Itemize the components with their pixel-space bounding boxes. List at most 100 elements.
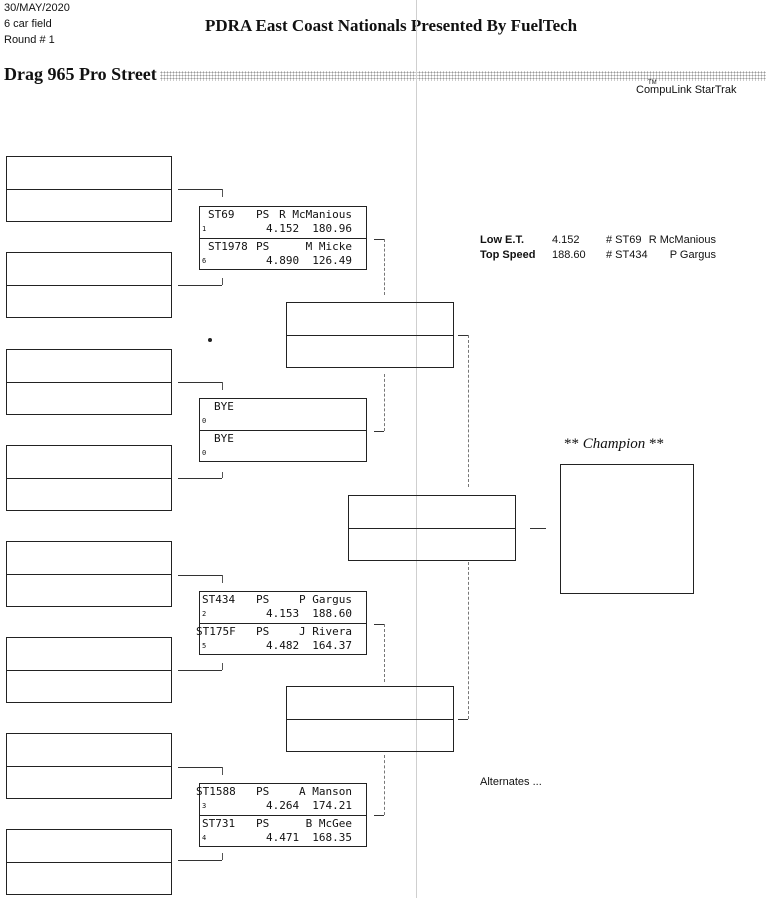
low-et-value: 4.152: [552, 234, 580, 246]
speed-value: 188.60: [312, 607, 352, 620]
car-class: PS: [256, 785, 270, 798]
brand-trademark: TM: [648, 80, 657, 86]
page-title: PDRA East Coast Nationals Presented By F…: [205, 16, 578, 35]
speed-value: 174.21: [312, 799, 352, 812]
connector-line: [384, 755, 385, 815]
stats-panel: Low E.T. 4.152 # ST69 R McManious Top Sp…: [480, 233, 730, 263]
connector-line: [222, 853, 223, 860]
driver-name: J Rivera: [299, 625, 352, 638]
champion-stars-left: **: [564, 436, 579, 452]
elapsed-time: 4.152: [266, 222, 300, 235]
connector-line: [222, 382, 223, 390]
connector-line: [222, 767, 223, 775]
top-speed-driver: P Gargus: [669, 249, 716, 261]
car-class: PS: [256, 625, 270, 638]
brand-label: CompuLink StarTrak: [636, 84, 737, 96]
seed-number: 0: [202, 417, 207, 425]
low-et-label: Low E.T.: [480, 234, 524, 246]
entry-box-7: [6, 733, 172, 799]
connector-line: [384, 624, 385, 682]
top-speed-car: # ST434: [606, 249, 648, 261]
round-label: Round # 1: [4, 34, 55, 46]
event-name: Drag 965 Pro Street: [4, 64, 157, 84]
champion-text: Champion: [582, 436, 646, 452]
car-number: ST175F: [196, 625, 236, 638]
driver-name: R McManious: [279, 208, 352, 221]
lane-top: ST69 PS R McManious 1 4.152 180.96: [200, 207, 366, 238]
driver-name: B McGee: [305, 817, 352, 830]
connector-line: [222, 663, 223, 670]
car-class: PS: [256, 817, 270, 830]
alternates-label: Alternates ...: [480, 776, 542, 788]
car-number: ST1588: [196, 785, 236, 798]
car-number: ST731: [202, 817, 236, 830]
seed-number: 5: [202, 642, 207, 650]
connector-line: [530, 528, 546, 529]
seed-number: 1: [202, 225, 207, 233]
lane-bottom: BYE 0: [200, 431, 366, 462]
connector-line: [468, 335, 469, 487]
field-size-label: 6 car field: [4, 18, 52, 30]
seed-number: 6: [202, 257, 207, 265]
connector-line: [178, 285, 222, 286]
driver-name: P Gargus: [299, 593, 352, 606]
connector-line: [178, 382, 222, 383]
lane-bottom: ST175F PS J Rivera 5 4.482 164.37: [196, 624, 366, 655]
match-box-2: BYE 0 BYE 0: [199, 398, 367, 462]
connector-line: [374, 431, 384, 432]
date-label: 30/MAY/2020: [4, 2, 70, 14]
car-number: ST1978: [208, 240, 248, 253]
entry-box-4: [6, 445, 172, 511]
connector-line: [178, 670, 222, 671]
seed-number: 2: [202, 610, 207, 618]
seed-number: 4: [202, 834, 207, 842]
car-class: PS: [256, 240, 270, 253]
connector-line: [374, 815, 384, 816]
page-fold-line: [416, 0, 417, 898]
round2-box-2: [286, 686, 454, 752]
entry-box-8: [6, 829, 172, 895]
entry-box-2: [6, 252, 172, 318]
connector-line: [222, 472, 223, 478]
elapsed-time: 4.482: [266, 639, 300, 652]
connector-line: [222, 278, 223, 285]
lane-top: BYE 0: [200, 399, 366, 430]
connector-line: [222, 189, 223, 197]
seed-number: 0: [202, 449, 207, 457]
final-box: [348, 495, 516, 561]
low-et-car: # ST69: [606, 234, 642, 246]
match-box-3: ST434 PS P Gargus 2 4.153 188.60 ST175F …: [196, 591, 367, 655]
connector-line: [178, 189, 222, 190]
low-et-row: Low E.T. 4.152 # ST69 R McManious: [480, 233, 730, 248]
lane-top: ST434 PS P Gargus 2 4.153 188.60: [200, 592, 366, 623]
connector-line: [468, 562, 469, 719]
entry-box-6: [6, 637, 172, 703]
entry-box-3: [6, 349, 172, 415]
entry-box-5: [6, 541, 172, 607]
connector-line: [178, 575, 222, 576]
speed-value: 180.96: [312, 222, 352, 235]
match-box-4: ST1588 PS A Manson 3 4.264 174.21 ST731 …: [196, 783, 367, 847]
stray-mark: [208, 338, 212, 342]
connector-line: [458, 335, 468, 336]
car-class: PS: [256, 593, 270, 606]
driver-name: A Manson: [299, 785, 352, 798]
round2-box-1: [286, 302, 454, 368]
top-speed-label: Top Speed: [480, 249, 536, 261]
connector-line: [222, 575, 223, 583]
champion-label: ** Champion **: [564, 436, 664, 453]
lane-bottom: ST1978 PS M Micke 6 4.890 126.49: [200, 239, 366, 270]
car-number: BYE: [214, 400, 234, 413]
dotted-rule: [160, 71, 766, 81]
top-speed-row: Top Speed 188.60 # ST434 P Gargus: [480, 248, 730, 263]
speed-value: 126.49: [312, 254, 352, 267]
speed-value: 164.37: [312, 639, 352, 652]
connector-line: [374, 239, 384, 240]
connector-line: [178, 478, 222, 479]
connector-line: [384, 374, 385, 431]
car-number: ST434: [202, 593, 236, 606]
champion-stars-right: **: [649, 436, 665, 452]
elapsed-time: 4.264: [266, 799, 300, 812]
elapsed-time: 4.890: [266, 254, 300, 267]
lane-top: ST1588 PS A Manson 3 4.264 174.21: [196, 784, 366, 815]
